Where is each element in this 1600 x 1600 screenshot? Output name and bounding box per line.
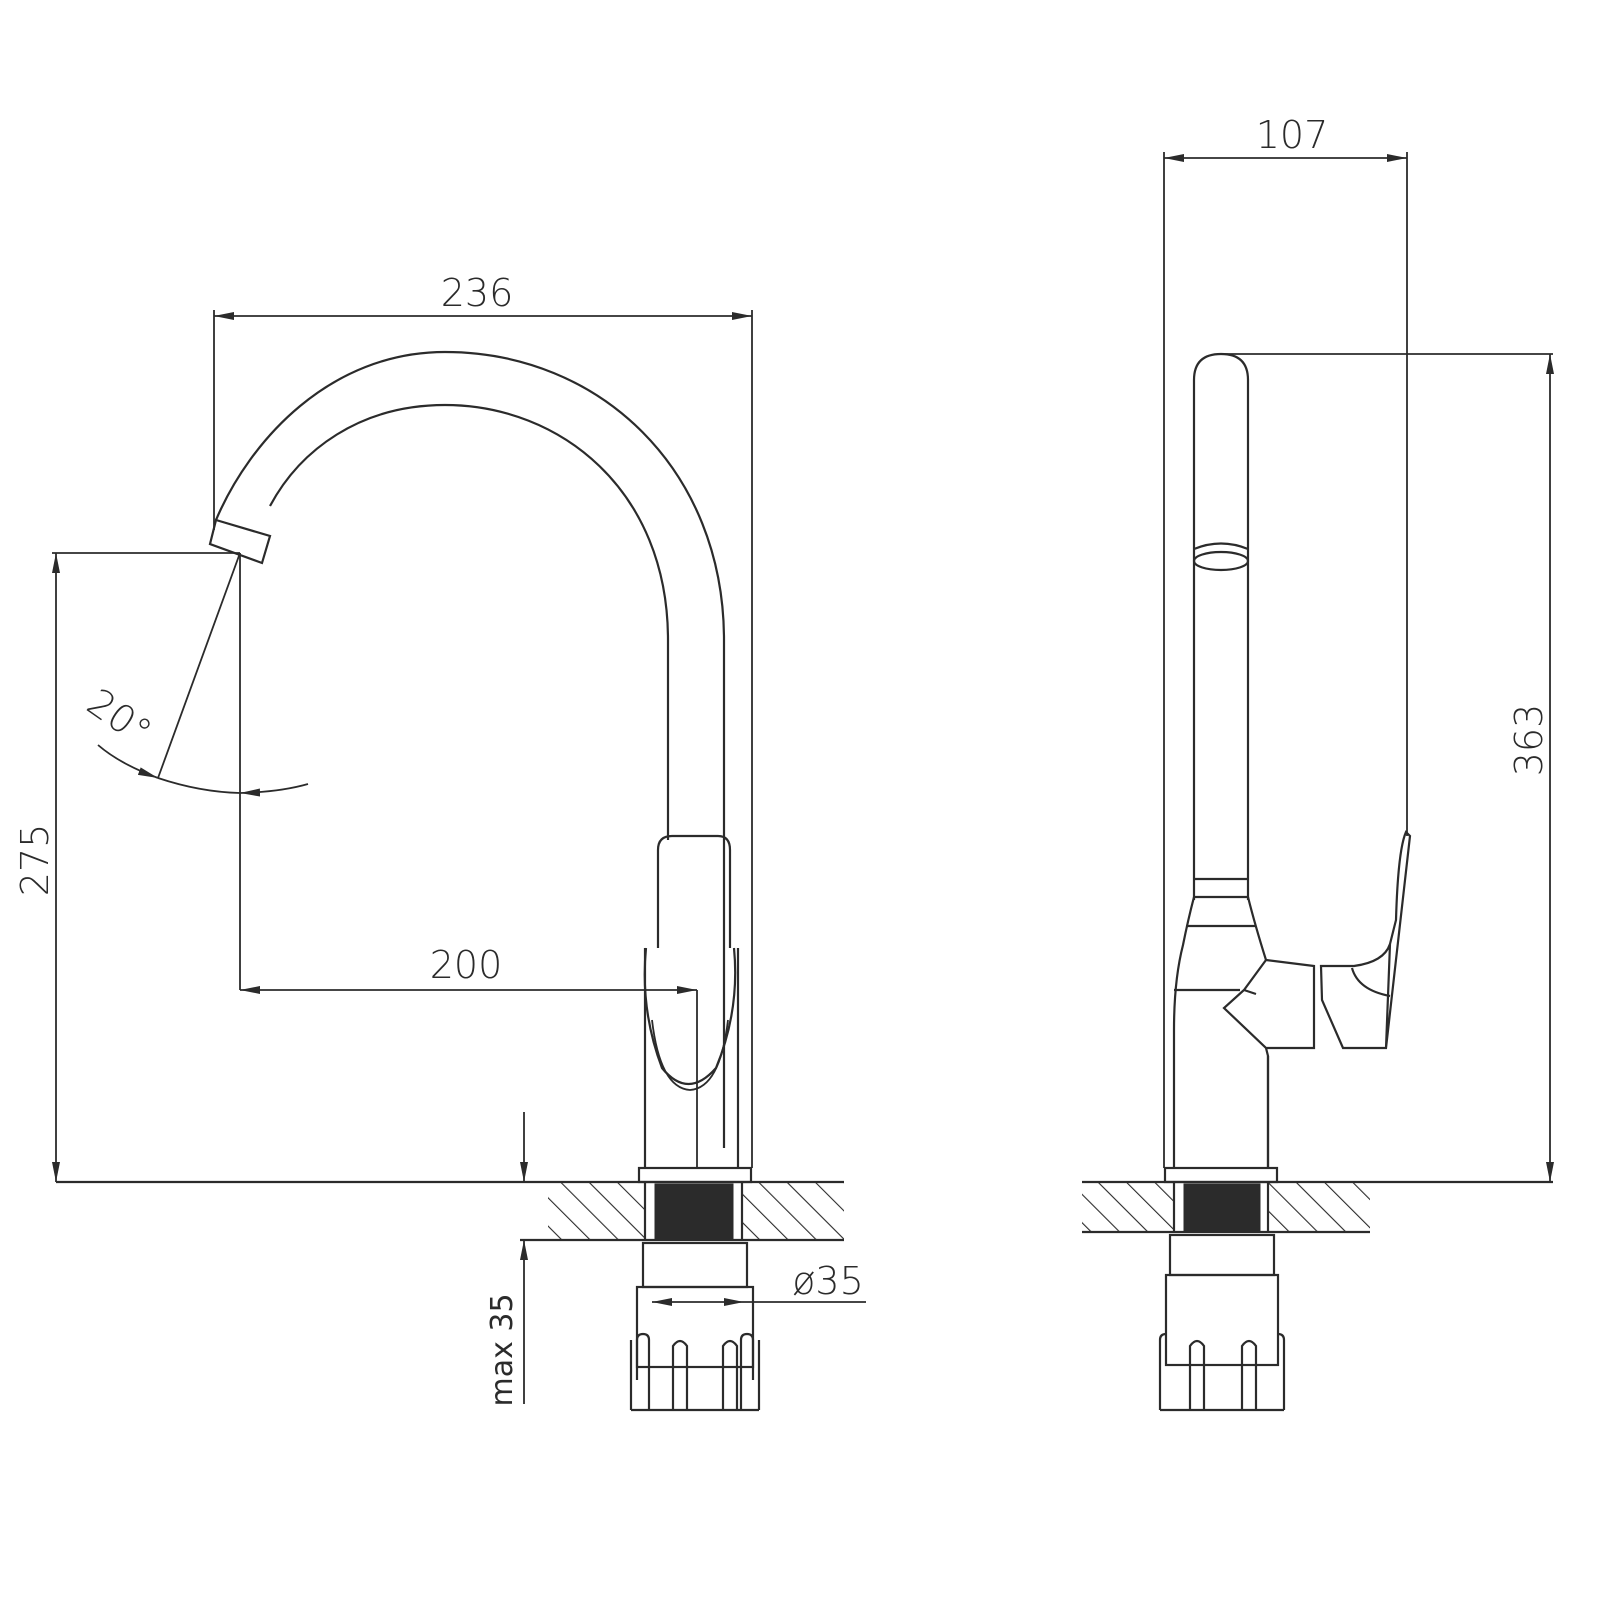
angle-arrow-left [97,744,159,779]
countertop-hatch-right [742,1182,844,1240]
dim-label-236: 236 [441,271,514,315]
handle-lever-oval [643,947,737,1085]
mounting-shank [654,1183,734,1241]
aerator-tip [208,518,272,565]
dim-label-200: 200 [430,943,503,987]
side-lock-ring [1168,1233,1276,1277]
angle-arrow-right [239,783,309,797]
handle-body [656,834,732,948]
dim-label-max35: max 35 [485,1293,520,1406]
side-aerator-opening [1192,550,1250,572]
side-view: 107 363 [1082,113,1554,1412]
side-aerator-ring [1193,542,1249,551]
angle-arc [157,777,241,794]
nut-ridges [629,1332,761,1412]
side-nut-ridges [1158,1332,1286,1412]
side-countertop-hatch-right [1268,1182,1370,1232]
side-body-flare [1172,896,1268,1168]
front-view: 236 275 20° 200 max 35 ø35 [13,271,866,1412]
dim-label-107: 107 [1256,113,1329,157]
side-mounting-shank [1183,1183,1261,1233]
side-spout-tube [1192,352,1250,900]
base-flange [637,1166,753,1184]
side-handle-lever [1319,830,1412,1050]
spout-inner-curve [269,403,670,840]
side-countertop-hatch-left [1082,1182,1174,1232]
lock-ring [641,1241,749,1289]
countertop-hatch-left [548,1182,645,1240]
dim-label-275: 275 [13,824,57,897]
swivel-angle-line [157,552,241,779]
spout-outer-curve [214,350,726,1148]
mounting-nut [635,1285,755,1369]
dim-label-20deg: 20° [79,680,159,755]
handle-lever-inner [651,1019,729,1091]
side-base-flange [1163,1166,1279,1184]
dim-label-363: 363 [1507,704,1551,777]
dim-label-dia35: ø35 [792,1259,864,1303]
side-mounting-nut [1164,1273,1280,1367]
